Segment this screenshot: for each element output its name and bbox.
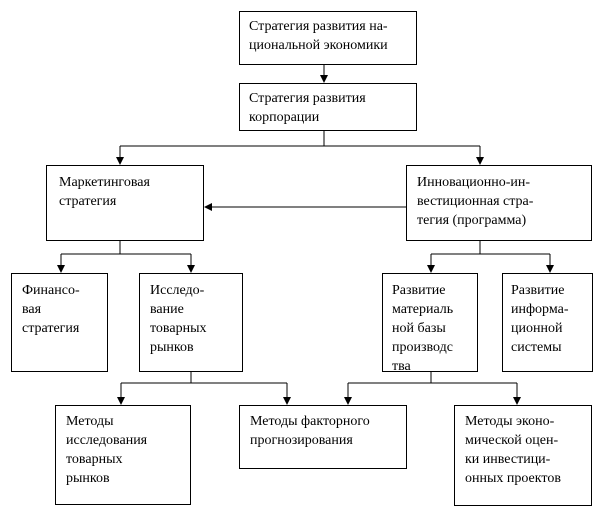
node-label: Финансо- вая стратегия	[22, 283, 80, 336]
node-label: Развитие информа- ционной системы	[511, 283, 569, 355]
node-corporate-development-strategy: Стратегия развития корпорации	[239, 83, 417, 131]
node-factor-forecasting-methods: Методы факторного прогнозирования	[239, 405, 407, 469]
node-market-research-methods: Методы исследования товарных рынков	[55, 405, 191, 505]
node-label: Инновационно-ин- вестиционная стра- теги…	[417, 175, 534, 228]
node-label: Маркетинговая стратегия	[59, 175, 150, 209]
node-label: Стратегия развития на- циональной эконом…	[249, 19, 388, 53]
node-production-base-development: Развитие материаль ной базы производс тв…	[382, 273, 478, 372]
node-information-system-development: Развитие информа- ционной системы	[502, 273, 593, 372]
node-label: Методы эконо- мической оцен- ки инвестиц…	[465, 414, 561, 486]
node-market-research: Исследо- вание товарных рынков	[139, 273, 243, 372]
node-national-economy-strategy: Стратегия развития на- циональной эконом…	[239, 11, 417, 65]
node-investment-evaluation-methods: Методы эконо- мической оцен- ки инвестиц…	[454, 405, 592, 506]
node-label: Развитие материаль ной базы производс тв…	[392, 283, 454, 372]
node-marketing-strategy: Маркетинговая стратегия	[46, 165, 204, 241]
node-innovation-investment-strategy: Инновационно-ин- вестиционная стра- теги…	[406, 165, 592, 241]
node-label: Методы факторного прогнозирования	[250, 414, 370, 448]
node-financial-strategy: Финансо- вая стратегия	[11, 273, 108, 372]
node-label: Исследо- вание товарных рынков	[150, 283, 207, 355]
node-label: Стратегия развития корпорации	[249, 91, 366, 125]
node-label: Методы исследования товарных рынков	[66, 414, 148, 486]
